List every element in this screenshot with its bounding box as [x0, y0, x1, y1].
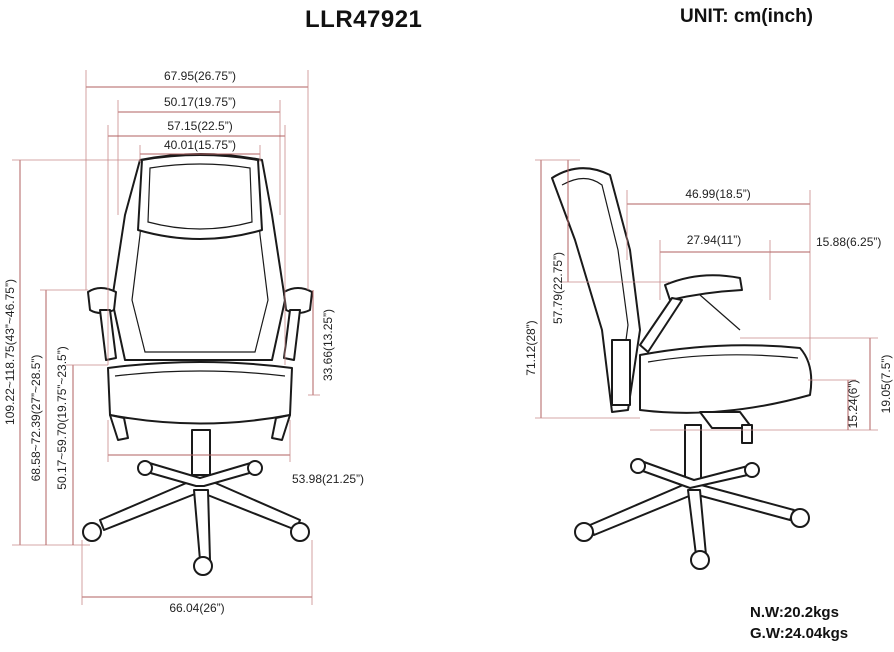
overall-width-label: 67.95(26.75”)	[164, 69, 236, 83]
armrest-depth-label: 27.94(11”)	[687, 233, 741, 247]
side-chair-drawing	[551, 167, 813, 570]
seat-thickness-label: 15.24(6”)	[846, 380, 860, 429]
seat-to-base-label: 53.98(21.25”)	[292, 472, 364, 486]
gross-weight: G.W:24.04kgs	[750, 625, 849, 642]
seat-height-label: 50.17~59.70(19.75”~23.5”)	[55, 346, 69, 489]
front-dimension-lines	[12, 70, 320, 605]
depth-label: 46.99(18.5”)	[685, 187, 750, 201]
model-number: LLR47921	[305, 6, 423, 33]
headrest-width-label: 40.01(15.75”)	[164, 138, 236, 152]
back-height-label: 33.66(13.25”)	[321, 309, 335, 381]
total-back-height-label: 71.12(28”)	[524, 320, 538, 375]
unit-label: UNIT: cm(inch)	[680, 6, 813, 27]
armrest-height-label: 68.58~72.39(27”~28.5”)	[29, 355, 43, 482]
side-dimension-lines	[535, 159, 878, 431]
back-height-side-label: 57.79(22.75”)	[551, 252, 565, 324]
side-dimension-labels: 46.99(18.5”) 27.94(11”) 15.88(6.25”) 57.…	[524, 187, 893, 428]
net-weight: N.W:20.2kgs	[750, 604, 839, 621]
arm-to-seat-label: 19.05(7.5”)	[879, 355, 893, 414]
seat-offset-label: 15.88(6.25”)	[816, 235, 881, 249]
back-width-label: 50.17(19.75”)	[164, 95, 236, 109]
front-chair-drawing	[82, 153, 313, 576]
seat-width-label: 57.15(22.5”)	[167, 119, 232, 133]
base-width-label: 66.04(26”)	[169, 601, 224, 615]
front-dimension-labels: 67.95(26.75”) 50.17(19.75”) 57.15(22.5”)…	[3, 69, 364, 615]
overall-height-label: 109.22~118.75(43”~46.75”)	[3, 279, 17, 425]
